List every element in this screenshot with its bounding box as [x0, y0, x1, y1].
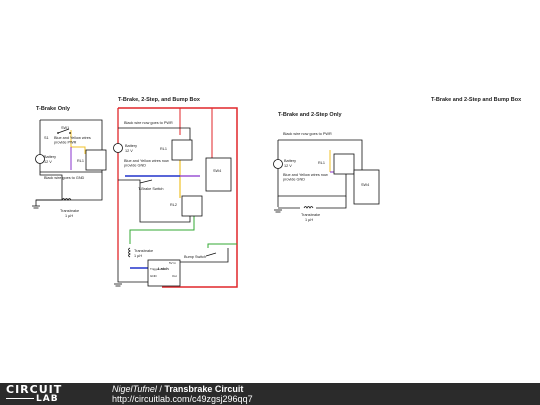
right-note-pwr: Black wire now goes to PWR: [283, 132, 332, 136]
mid-rl2-label: RL2: [170, 203, 177, 207]
left-transbrake-label: Transbrake: [60, 209, 79, 213]
mid-latch-out: Out: [172, 274, 177, 278]
mid-wire-black-latch: [180, 248, 229, 263]
mid-transbrake-coil: [128, 247, 131, 258]
right-transbrake-value: 1 µH: [305, 218, 313, 222]
left-transbrake-value: 1 µH: [65, 214, 73, 218]
mid-wire-black-gnd: [117, 260, 148, 283]
mid-latch-trigger: Trigger: [150, 267, 159, 271]
logo-trace-line: [6, 398, 34, 399]
section-title-tbrake-2step: T-Brake and 2-Step Only: [278, 112, 343, 118]
left-s1-label: S1: [44, 136, 49, 140]
logo-text-top: CIRCUIT: [6, 383, 63, 396]
mid-battery-voltage: 12 V: [125, 149, 133, 153]
mid-wire-red-outer: [118, 107, 238, 288]
author-name[interactable]: NigelTufnel: [112, 384, 157, 394]
mid-latch-label: Latch: [158, 266, 169, 271]
left-switch-sw1: [57, 128, 70, 134]
right-sw4-box: [353, 169, 380, 205]
section-title-tbrake-2step-bump-right: T-Brake and 2-Step and Bump Box: [431, 97, 522, 103]
left-circuit: [32, 119, 107, 209]
schematic-canvas: T-Brake Only T-Brake, 2-Step, and Bump B…: [32, 97, 522, 288]
left-rl1-label: RL1: [77, 159, 84, 163]
mid-transbrake-label: Transbrake: [134, 249, 153, 253]
mid-tbrake-switch: [139, 179, 153, 184]
mid-latch-gnd: GND: [150, 274, 158, 278]
left-battery-label: Battery: [44, 155, 56, 159]
section-title-tbrake-2step-bump: T-Brake, 2-Step, and Bump Box: [118, 97, 201, 103]
section-title-tbrake-only: T-Brake Only: [36, 106, 71, 112]
left-wire-black-top: [40, 119, 103, 173]
middle-circuit: [113, 107, 238, 288]
mid-relay-rl1: [171, 139, 193, 161]
mid-wire-green: [129, 214, 195, 244]
right-battery-label: Battery: [284, 159, 296, 163]
right-relay-rl1: [333, 153, 355, 175]
left-wire-yellow: [70, 130, 86, 154]
mid-battery-symbol: [113, 143, 123, 153]
logo-text-bottom: LAB: [36, 394, 59, 404]
left-battery-symbol: [35, 154, 45, 164]
mid-wire-green-bump: [207, 243, 237, 248]
circuitlab-logo[interactable]: CIRCUIT LAB: [6, 384, 94, 404]
left-sw1-label: SW1: [61, 126, 69, 130]
left-wire-black: [35, 120, 63, 206]
right-circuit: [273, 139, 380, 213]
mid-bump-switch: [205, 252, 217, 257]
left-battery-voltage: 12 V: [44, 160, 52, 164]
mid-rl1-label: RL1: [160, 147, 167, 151]
mid-bump-switch-label: Bump Switch: [184, 255, 206, 259]
mid-sw4-label: SW4: [213, 169, 221, 173]
mid-tbrake-switch-label: T-Brake Switch: [138, 187, 164, 191]
right-battery-symbol: [273, 159, 283, 169]
mid-transbrake-value: 1 µH: [134, 254, 142, 258]
right-transbrake-label: Transbrake: [301, 213, 320, 217]
mid-relay-rl2: [181, 195, 203, 217]
left-note-gnd: Black wire goes to GND: [44, 176, 85, 180]
mid-battery-label: Battery: [125, 144, 137, 148]
circuit-meta: NigelTufnel / Transbrake Circuit http://…: [112, 384, 253, 404]
mid-note-pwr: Black wire now goes to PWR: [124, 121, 173, 125]
left-relay-rl1: [85, 149, 107, 171]
left-wire-gnd: [36, 172, 103, 201]
circuit-url[interactable]: http://circuitlab.com/c49zgsj296qq7: [112, 394, 253, 404]
right-rl1-label: RL1: [318, 161, 325, 165]
left-transbrake-coil: [61, 198, 72, 201]
title-separator: /: [156, 384, 165, 394]
right-sw4-label: SW4: [361, 183, 369, 187]
right-transbrake-coil: [303, 206, 314, 209]
mid-latch-box: [147, 259, 181, 287]
mid-latch-vin: 5V In: [169, 261, 176, 265]
right-wire-black-top: [278, 139, 363, 172]
footer-bar: CIRCUIT LAB NigelTufnel / Transbrake Cir…: [0, 383, 540, 405]
mid-sw4-box: [205, 157, 232, 192]
circuit-title[interactable]: Transbrake Circuit: [164, 384, 244, 394]
right-battery-voltage: 12 V: [284, 164, 292, 168]
